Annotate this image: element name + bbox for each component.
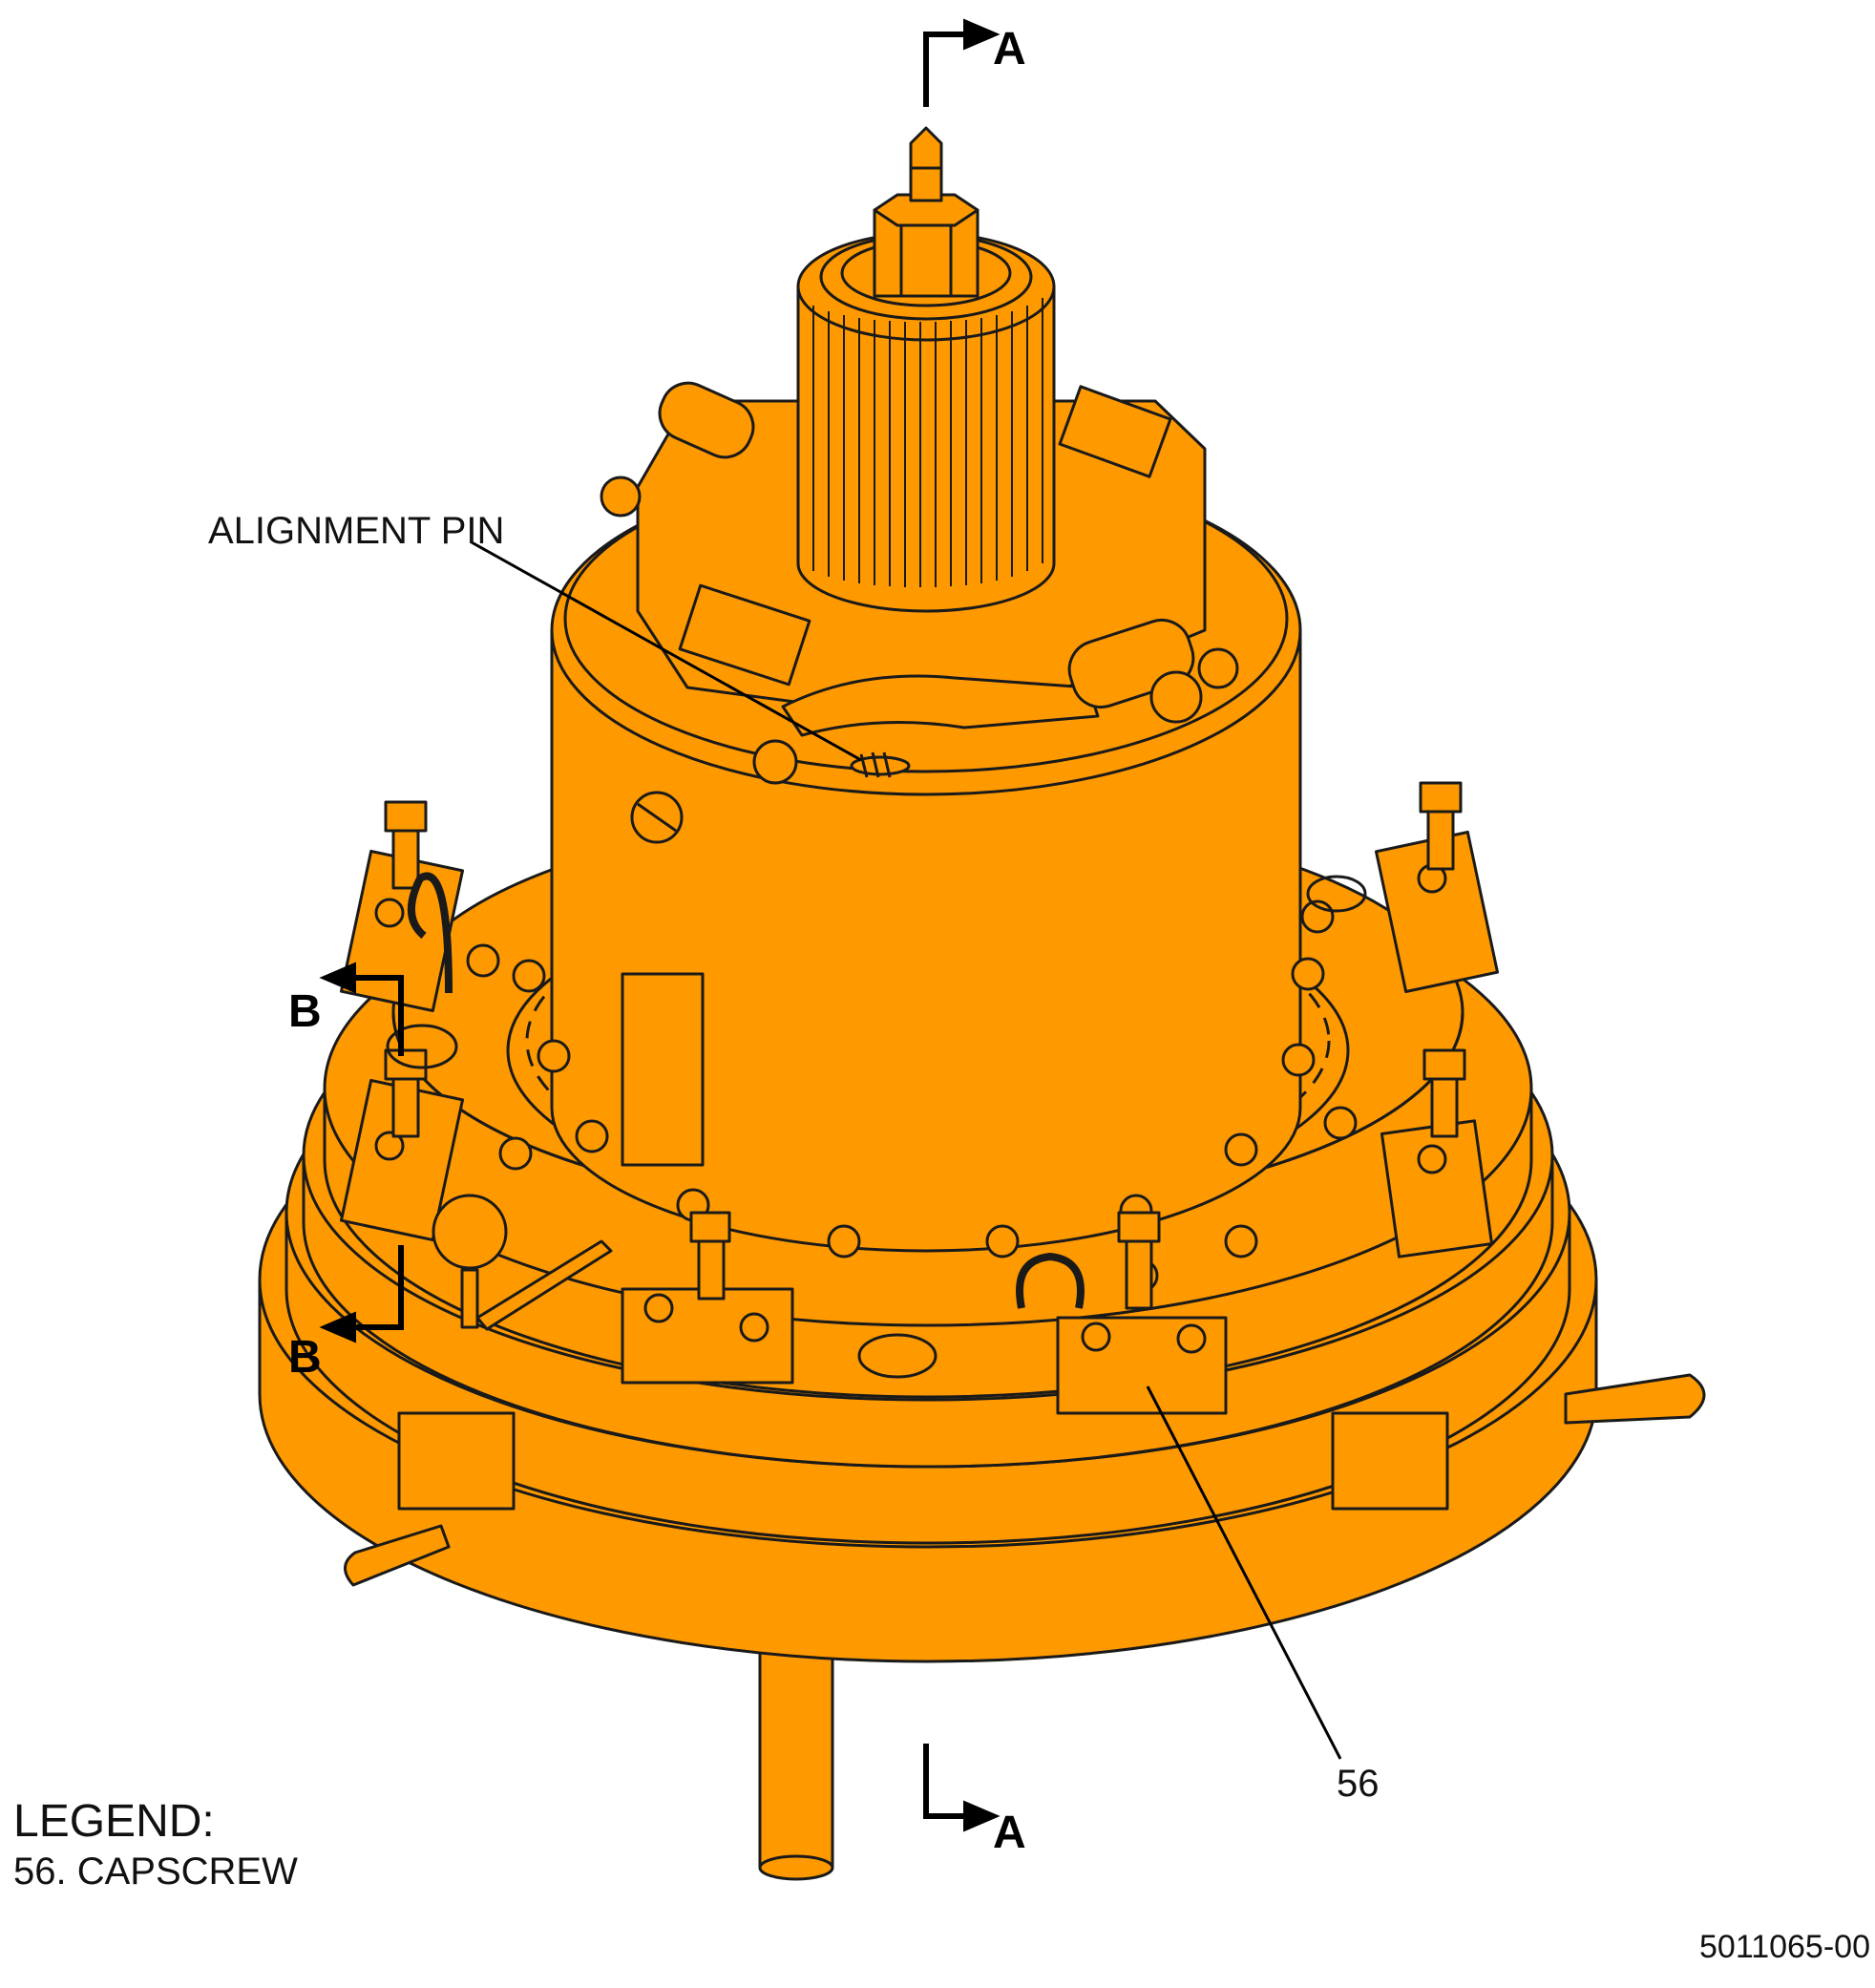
- hoist-rings: [344, 1373, 1706, 1587]
- section-a-bottom-mark: [923, 1744, 966, 1819]
- legend-item: 56. CAPSCREW: [13, 1851, 298, 1893]
- section-b-top-arrow: [319, 962, 356, 994]
- alignment-pin-leader: [471, 540, 862, 762]
- section-b-bottom-arrow: [319, 1311, 356, 1343]
- section-b-top-label: B: [288, 986, 322, 1037]
- section-markers: [319, 18, 1001, 1832]
- drawing-number: 5011065-00: [1699, 1929, 1870, 1965]
- section-b-top-mark: [353, 975, 404, 1056]
- ring-bolts: [466, 899, 1358, 1293]
- dial-indicator: [432, 1194, 613, 1331]
- section-a-top-mark: [923, 32, 966, 107]
- alignment-pin-mark: [850, 751, 911, 778]
- section-b-bottom-mark: [353, 1245, 404, 1330]
- legend-title: LEGEND:: [13, 1796, 215, 1847]
- section-a-top-arrow: [963, 18, 1001, 51]
- leader-lines: [471, 540, 1342, 1760]
- callout-56-label: 56: [1337, 1763, 1380, 1805]
- section-a-bottom-label: A: [993, 1808, 1026, 1858]
- bottom-shaft: [758, 1640, 834, 1881]
- callout-56-leader: [1146, 1385, 1342, 1760]
- alignment-pin-label: ALIGNMENT PIN: [208, 510, 505, 552]
- jack-bolts: [384, 781, 1466, 1310]
- top-nut-and-pin: [873, 126, 980, 298]
- base-holes: [386, 875, 1367, 1379]
- section-a-bottom-arrow: [963, 1800, 1001, 1832]
- section-a-top-label: A: [993, 24, 1026, 74]
- section-b-bottom-label: B: [288, 1332, 322, 1383]
- lifting-shackles: [407, 872, 1085, 1309]
- clamp-blocks: [339, 830, 1500, 1415]
